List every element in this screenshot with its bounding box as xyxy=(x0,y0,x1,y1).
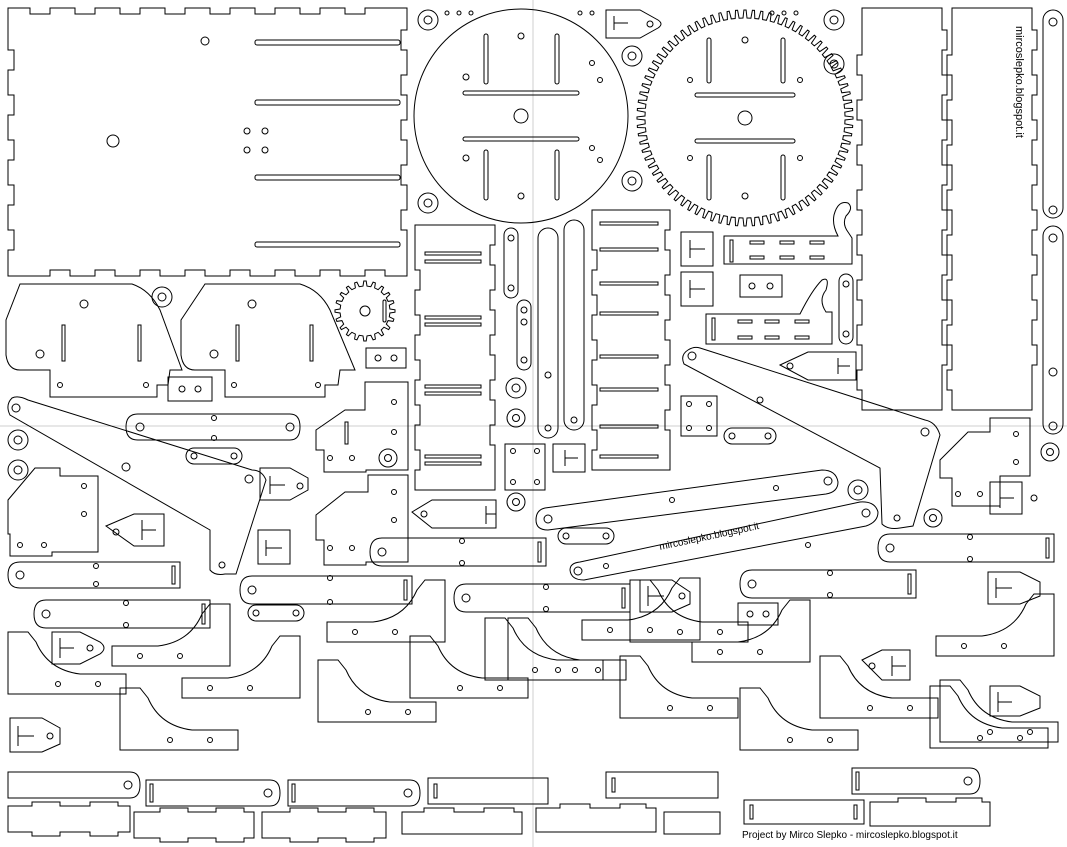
foot-bracket-outline xyxy=(629,579,749,643)
tilted-link-part xyxy=(569,501,879,581)
side-plate-part xyxy=(946,7,1038,411)
diagonal-arm-part xyxy=(7,396,267,575)
t-slot-block-part xyxy=(167,231,783,626)
foot-bracket-hole xyxy=(532,667,538,673)
foot-bracket-hole xyxy=(907,705,913,711)
link-bar-part xyxy=(1042,9,1064,435)
foot-bracket-hole xyxy=(137,653,143,659)
foot-bracket-outline xyxy=(581,577,701,641)
foot-bracket-hole xyxy=(987,729,993,735)
foot-bracket-outline xyxy=(739,687,859,751)
foot-bracket-outline xyxy=(119,687,239,751)
tilted-link-part xyxy=(535,469,839,531)
foot-bracket-outline xyxy=(317,659,437,723)
foot-bracket-hole xyxy=(247,685,253,691)
foot-bracket-hole xyxy=(207,685,213,691)
foot-bracket-hole xyxy=(352,629,358,635)
foot-bracket-hole xyxy=(497,685,503,691)
foot-bracket-outline xyxy=(935,593,1055,657)
washer-group xyxy=(7,9,1060,528)
foot-bracket-outline xyxy=(181,635,301,699)
foot-bracket-hole xyxy=(1027,729,1033,735)
slotted-plate-part xyxy=(705,202,853,345)
foot-bracket-outline xyxy=(819,655,939,719)
foot-bracket-hole xyxy=(707,705,713,711)
foot-bracket-hole xyxy=(95,681,101,687)
strip-link-part xyxy=(7,767,991,843)
foot-bracket-hole xyxy=(365,709,371,715)
foot-bracket-outline xyxy=(507,617,627,681)
large-disc-part xyxy=(413,8,629,224)
foot-bracket-hole xyxy=(572,667,578,673)
foot-bracket-hole xyxy=(1017,735,1023,741)
foot-bracket-hole xyxy=(392,629,398,635)
foot-bracket-hole xyxy=(867,705,873,711)
foot-bracket-hole xyxy=(167,737,173,743)
foot-bracket-hole xyxy=(717,649,723,655)
watermark-text-arm: mircoslepko.blogspot.it xyxy=(658,521,760,553)
corner-bracket-part xyxy=(7,381,1031,566)
foot-bracket-outline xyxy=(111,603,231,667)
foot-bracket-hole xyxy=(677,629,683,635)
foot-bracket-outline xyxy=(326,579,446,643)
foot-bracket-hole xyxy=(207,737,213,743)
rib-plate-part xyxy=(414,224,496,491)
small-gear-part xyxy=(334,280,396,342)
leg-bracket-part xyxy=(180,283,356,398)
foot-bracket-outline xyxy=(619,655,739,719)
base-plate-part xyxy=(7,7,408,277)
large-gear-part xyxy=(636,9,854,227)
credit-text: Project by Mirco Slepko - mircoslepko.bl… xyxy=(742,830,958,841)
foot-bracket-hole xyxy=(555,667,561,673)
foot-bracket-hole xyxy=(717,629,723,635)
foot-bracket-hole xyxy=(55,681,61,687)
foot-bracket-outline xyxy=(691,599,811,663)
foot-bracket-hole xyxy=(1001,643,1007,649)
foot-bracket-outline xyxy=(929,685,1049,749)
foot-bracket-hole xyxy=(757,649,763,655)
foot-bracket-hole xyxy=(177,653,183,659)
foot-bracket-outline xyxy=(7,631,127,695)
foot-bracket-outline xyxy=(409,635,529,699)
hinge-bracket-part xyxy=(605,9,662,39)
foot-bracket-hole xyxy=(607,627,613,633)
foot-bracket-hole xyxy=(647,627,653,633)
diagonal-arm-part xyxy=(682,346,941,529)
foot-bracket-hole xyxy=(827,737,833,743)
hinge-tab-part xyxy=(778,351,857,381)
long-bar-part xyxy=(503,219,854,439)
slotted-link-part xyxy=(7,533,1055,629)
leg-bracket-part xyxy=(5,283,183,398)
straight-link-part xyxy=(125,413,777,622)
t-hinge-part xyxy=(9,467,1041,753)
foot-bracket-hole xyxy=(595,667,601,673)
foot-bracket-outline xyxy=(939,679,1059,743)
rib-plate-part xyxy=(591,209,671,471)
watermark-text-top: mircoslepko.blogspot.it xyxy=(1013,26,1025,138)
foot-bracket-hole xyxy=(667,705,673,711)
foot-bracket-hole xyxy=(787,737,793,743)
foot-bracket-hole xyxy=(977,735,983,741)
foot-bracket-hole xyxy=(457,685,463,691)
foot-bracket-outline xyxy=(484,617,604,681)
foot-bracket-hole xyxy=(961,643,967,649)
side-plate-part xyxy=(856,7,948,411)
foot-bracket-hole xyxy=(405,709,411,715)
foot-bracket-part xyxy=(7,577,1059,751)
